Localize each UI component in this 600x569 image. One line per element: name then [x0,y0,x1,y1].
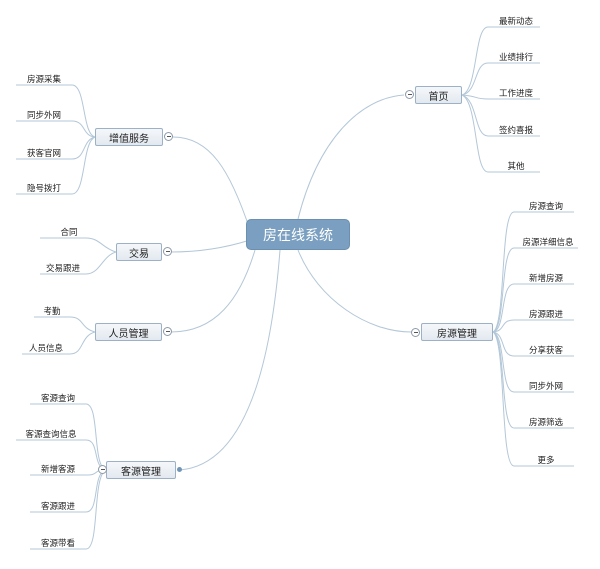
leaf-home-4[interactable]: 签约喜报 [498,126,533,136]
leaf-house-1[interactable]: 房源查询 [528,202,563,212]
branch-client[interactable]: 客源管理 [106,461,176,479]
branch-trade[interactable]: 交易 [116,243,162,261]
leaf-value-3[interactable]: 获客官网 [26,149,61,159]
leaf-home-3[interactable]: 工作进度 [498,89,533,99]
leaf-home-1[interactable]: 最新动态 [498,17,533,27]
leaf-house-4[interactable]: 房源跟进 [528,310,563,320]
collapse-house-toggle[interactable] [411,328,420,337]
leaf-staff-1[interactable]: 考勤 [43,307,61,317]
leaf-staff-2[interactable]: 人员信息 [28,344,63,354]
leaf-house-7[interactable]: 房源筛选 [528,418,563,428]
leaf-house-8[interactable]: 更多 [537,456,555,466]
leaf-home-5[interactable]: 其他 [507,162,525,172]
leaf-client-4[interactable]: 客源跟进 [40,502,75,512]
leaf-value-2[interactable]: 同步外网 [26,111,61,121]
branch-value[interactable]: 增值服务 [95,128,163,146]
leaf-house-6[interactable]: 同步外网 [528,382,563,392]
leaf-client-1[interactable]: 客源查询 [40,394,75,404]
collapse-home-toggle[interactable] [405,90,414,99]
connector-end-dot [177,467,182,472]
leaf-value-1[interactable]: 房源采集 [26,75,61,85]
connector-root-house [297,249,412,333]
branch-home[interactable]: 首页 [415,86,462,104]
collapse-trade-toggle[interactable] [163,247,172,256]
leaf-house-3[interactable]: 新增房源 [528,274,563,284]
leaf-client-2[interactable]: 客源查询信息 [25,430,77,440]
branch-house[interactable]: 房源管理 [421,323,493,341]
collapse-client-toggle[interactable] [98,465,107,474]
collapse-value-toggle[interactable] [164,132,173,141]
leaf-trade-2[interactable]: 交易跟进 [45,264,80,274]
leaf-trade-1[interactable]: 合同 [60,228,78,238]
connector-root-staff [170,249,256,333]
leaf-value-4[interactable]: 隐号拨打 [26,184,61,194]
root-node[interactable]: 房在线系统 [246,219,350,250]
leaf-client-3[interactable]: 新增客源 [40,465,75,475]
collapse-staff-toggle[interactable] [163,327,172,336]
connector-root-client [179,249,281,471]
leaf-client-5[interactable]: 客源带看 [40,539,75,549]
branch-staff[interactable]: 人员管理 [95,323,162,341]
connector-root-value [172,136,251,231]
connector-root-trade [170,239,251,253]
connector-root-home [297,94,405,220]
leaf-house-5[interactable]: 分享获客 [528,346,563,356]
leaf-house-2[interactable]: 房源洋细信息 [522,238,574,248]
leaf-home-2[interactable]: 业绩排行 [498,53,533,63]
